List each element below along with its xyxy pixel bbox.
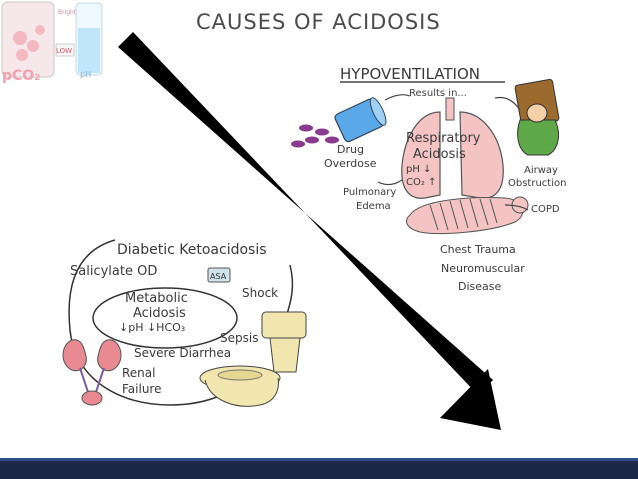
pill-icon [325, 136, 339, 144]
dka-label: Diabetic Ketoacidosis [117, 242, 267, 258]
pill-bottle-icon [334, 97, 387, 143]
pill-icon [315, 128, 329, 136]
kidney-icon [62, 339, 122, 406]
resp-acidosis-line1: Respiratory [406, 131, 481, 146]
airway-line2: Obstruction [508, 178, 566, 189]
diarrhea-label: Severe Diarrhea [134, 346, 231, 360]
bright-label: Bright [58, 9, 77, 16]
airway-obstruction-icon [514, 78, 560, 156]
arrow-head [440, 369, 501, 430]
drug-line2: Overdose [324, 157, 377, 170]
metab-line2: Acidosis [133, 306, 186, 321]
arrow-label: ACIDOSIS pH - ↓7.4 [205, 147, 315, 254]
arrow-shaft [118, 32, 493, 395]
pill-icon [299, 124, 313, 132]
neuro-line1: Neuromuscular [441, 262, 525, 275]
asa-bottle-icon [207, 267, 231, 283]
page-title: CAUSES OF ACIDOSIS [196, 10, 441, 34]
pco2-label: pCO₂ [2, 68, 40, 84]
salicylate-label: Salicylate OD [70, 264, 157, 279]
pill-icon [291, 140, 305, 148]
low-label: LOW [56, 47, 72, 55]
asa-label: ASA [210, 272, 227, 281]
sepsis-label: Sepsis [220, 331, 258, 345]
hypoventilation-heading: HYPOVENTILATION [340, 65, 480, 83]
left-lung-shape [401, 111, 441, 199]
toilet-icon [199, 311, 307, 407]
footer-accent-line [0, 458, 638, 461]
renal-line2: Failure [122, 382, 161, 396]
drug-line1: Drug [337, 143, 364, 156]
pill-icon [305, 136, 319, 144]
chest-trauma-icon [406, 196, 529, 234]
shock-label: Shock [242, 286, 278, 300]
beaker-illustration: pCO₂ LOW pH Bright [1, 1, 103, 84]
metab-ph-hco3: ↓pH ↓HCO₃ [119, 321, 185, 334]
metab-line1: Metabolic [125, 291, 188, 306]
copd-label: COPD [531, 204, 560, 215]
resp-acidosis-line2: Acidosis [413, 147, 466, 162]
ph-label: pH [80, 70, 91, 79]
neuro-line2: Disease [458, 280, 501, 293]
resp-co2-line: CO₂ ↑ [406, 177, 436, 188]
renal-line1: Renal [122, 366, 155, 380]
metabolic-center-ellipse [92, 287, 238, 349]
pulmonary-line2: Edema [356, 201, 391, 212]
pulmonary-line1: Pulmonary [343, 187, 396, 198]
footer-bar [0, 458, 638, 479]
results-label: Results in... [409, 88, 467, 99]
metabolic-section: Diabetic Ketoacidosis Salicylate OD ASA … [62, 239, 307, 407]
airway-line1: Airway [524, 165, 558, 176]
hypoventilation-section: HYPOVENTILATION Results in... Respirator… [291, 65, 566, 293]
chest-trauma-label: Chest Trauma [440, 243, 516, 256]
right-lung-shape [459, 111, 504, 199]
trachea-shape [445, 97, 455, 121]
resp-ph-line: pH ↓ [406, 164, 431, 175]
